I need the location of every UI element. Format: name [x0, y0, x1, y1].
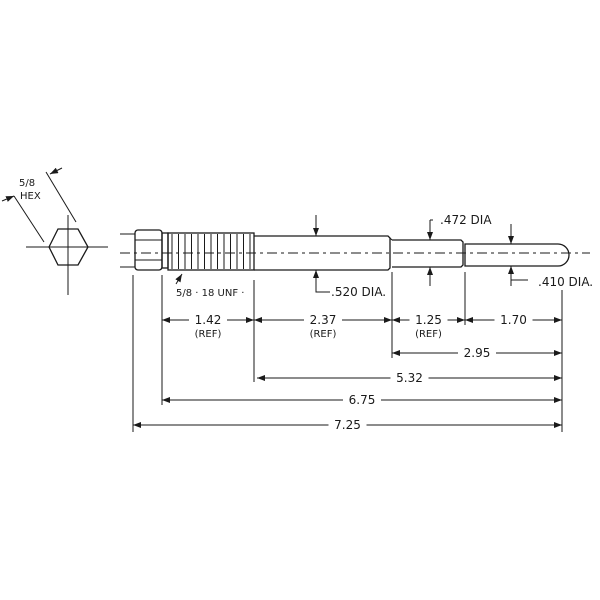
hex-nut: [134, 229, 163, 271]
hex-type-label: HEX: [20, 191, 41, 202]
rod-side-view: 5/8 · 18 UNF ·: [120, 229, 590, 299]
dimension-note: (REF): [195, 329, 222, 340]
hex-size-label: 5/8: [19, 178, 35, 189]
dimension-value: 7.25: [334, 418, 361, 432]
dimension-1.70: 1.70: [465, 313, 562, 327]
dimension-value: 1.25: [415, 313, 442, 327]
dimension-5.32: 5.32: [257, 371, 562, 385]
dia-472-label: .472 DIA: [440, 213, 492, 227]
hex-end-view: 5/8 HEX: [1, 167, 108, 295]
dimension-2.37: 2.37 (REF): [254, 313, 392, 340]
thread-label: 5/8 · 18 UNF ·: [176, 288, 244, 299]
dimension-value: 2.37: [310, 313, 337, 327]
dimension-value: 5.32: [396, 371, 423, 385]
dia-520-label: .520 DIA.: [331, 285, 386, 299]
dimension-value: 2.95: [464, 346, 491, 360]
dimension-lines: 1.42 (REF) 2.37 (REF) 1.25 (REF) 1.70 2.95 5.32 6…: [133, 313, 562, 432]
dimension-note: (REF): [415, 329, 442, 340]
dimension-value: 1.70: [500, 313, 527, 327]
dimension-6.75: 6.75: [162, 393, 562, 407]
extension-lines: [132, 272, 563, 432]
dia-410-label: .410 DIA.: [538, 275, 593, 289]
dimension-1.25: 1.25 (REF): [392, 313, 465, 340]
dimension-note: (REF): [310, 329, 337, 340]
dimension-2.95: 2.95: [392, 346, 562, 360]
diameter-callouts: .520 DIA. .472 DIA .410 DIA.: [313, 213, 593, 299]
dimension-1.42: 1.42 (REF): [162, 313, 254, 340]
dimension-7.25: 7.25: [133, 418, 562, 432]
threaded-section: [167, 232, 255, 271]
dimension-value: 1.42: [195, 313, 222, 327]
dimension-value: 6.75: [349, 393, 376, 407]
